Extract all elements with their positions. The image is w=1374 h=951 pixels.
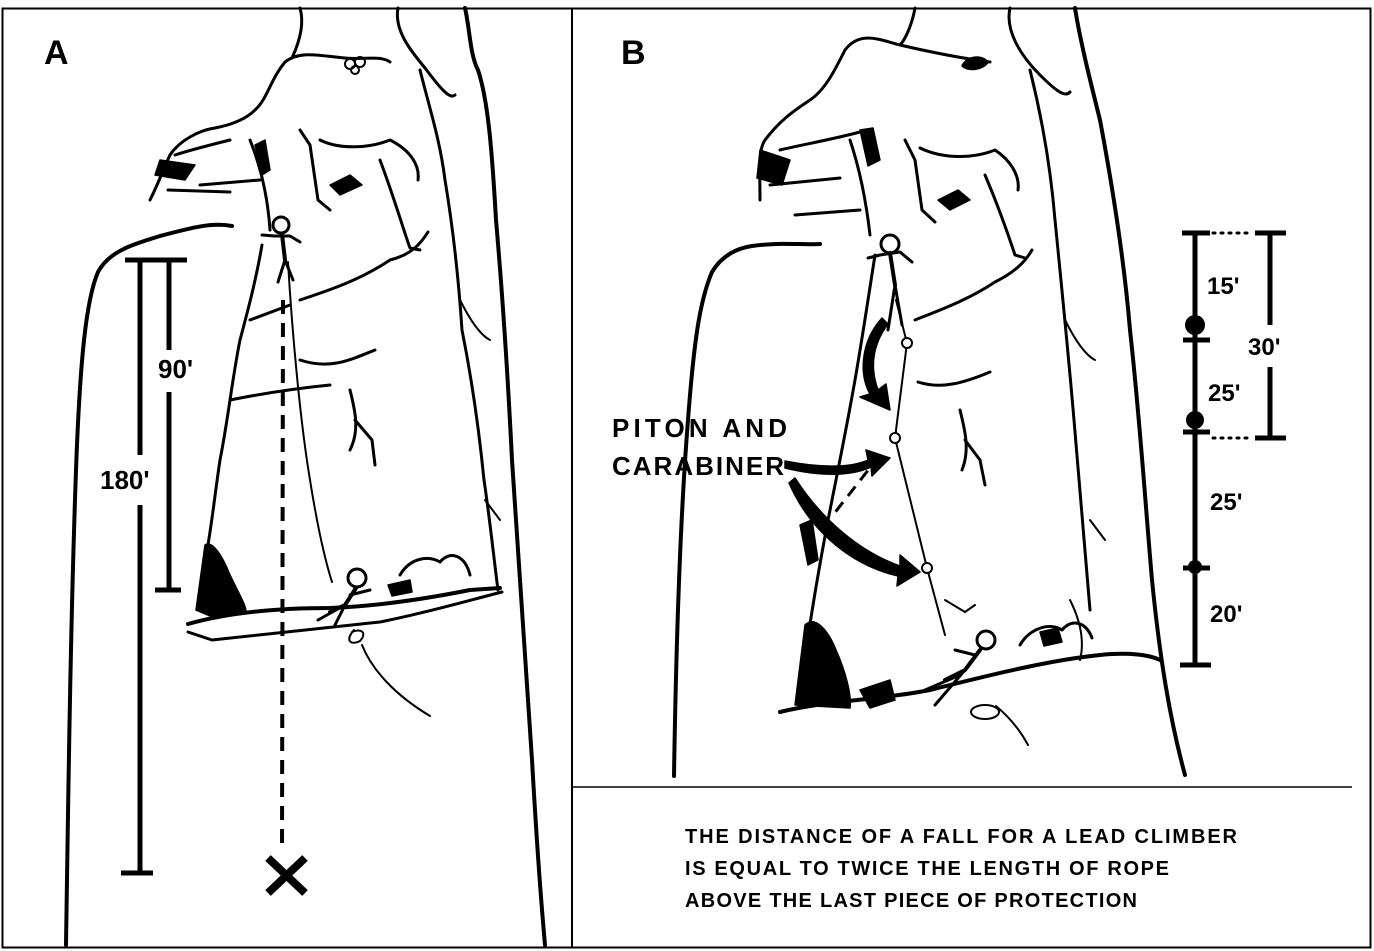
piton-carabiner-3 [922,563,932,573]
rock-shadow [255,140,270,175]
protection-marker [1188,560,1202,574]
rock-shadow [1040,628,1062,646]
callout-line-1: PITON AND [612,413,787,443]
lead-climber-b [868,235,912,330]
climber-body [890,253,895,285]
climber-head [273,217,289,233]
rope-coil-a [349,630,430,716]
rock-shadow [938,190,970,210]
rock-shadow [388,580,412,596]
protection-marker [1186,411,1204,429]
segment-label: 25' [1208,380,1240,407]
segment-label: 25' [1210,489,1242,516]
ledge-boulders [400,556,470,575]
crack [795,210,860,215]
crack [945,600,975,612]
crack [350,390,375,465]
rope-b [895,300,945,635]
pillar-left-edge [205,245,262,560]
panel-b: B [612,8,1286,776]
crack [230,385,330,400]
segment-label: 15' [1207,273,1239,300]
rock-outline-right [1075,8,1185,775]
rock-spire-right [397,8,455,96]
climber-head [881,235,899,253]
crack [920,148,1018,190]
fall-path-dashed [282,300,283,852]
crack [915,250,1032,320]
pillar-right-edge [420,70,498,590]
climber-legs [278,260,293,282]
climber-legs [888,285,902,330]
caption: THE DISTANCE OF A FALL FOR A LEAD CLIMBE… [685,826,1238,912]
caption-line-2: IS EQUAL TO TWICE THE LENGTH OF ROPE [685,858,1169,880]
callout-arrow-icon [785,450,890,476]
rock-spire-left [900,8,915,45]
caption-line-3: ABOVE THE LAST PIECE OF PROTECTION [685,890,1137,912]
pillar-left-edge [806,255,875,650]
cave-shadow [795,622,850,708]
crack [380,160,420,250]
rock-shadow [800,520,818,565]
rope-coil-b [971,705,999,719]
measure-scale-b: 15' 25' 25' 20' 30' [1180,233,1286,665]
rock-shadow [860,680,895,708]
panel-b-label: B [621,34,646,72]
protection-marker [1185,315,1205,335]
fall-distance-label: 180' [100,465,150,495]
segment-label: 20' [1210,601,1242,628]
crack [918,372,990,385]
caption-line-1: THE DISTANCE OF A FALL FOR A LEAD CLIMBE… [685,826,1238,848]
measure-fall-a: 180' 90' [100,260,193,873]
crack [1070,600,1082,660]
rock-shadow [860,128,880,166]
rope-a [288,262,332,582]
belayer-b [925,631,995,705]
rock-spire-right [1009,8,1070,94]
rock-shoulder [760,38,990,200]
crack [300,350,375,364]
belayer-a [318,569,370,625]
piton-carabiner-1 [902,338,912,348]
lead-climber-a [262,217,300,282]
rock-spire-left [292,8,302,58]
rope-tail-b [996,706,1028,745]
crack [960,410,985,485]
callout-line-2: CARABINER [612,451,784,481]
climber-body [282,234,285,260]
pillar-right-edge [1030,70,1090,610]
belayer-head [348,569,366,587]
crack [168,190,230,192]
fall-end-x-icon [268,858,305,893]
piton-carabiner-2 [890,433,900,443]
crack [320,140,418,180]
cave-shadow [196,544,246,618]
rock-shadow [757,150,790,185]
rope-length-label: 90' [158,354,193,384]
crack [200,180,260,185]
span-label: 30' [1248,334,1280,361]
crack [1090,520,1105,540]
rock-face-b [674,8,1185,776]
crack [780,132,860,150]
belayer-head [977,631,995,649]
rock-pebble [345,59,355,69]
crack [460,300,490,340]
rock-shadow [330,175,362,195]
panel-a-label: A [44,34,69,72]
panel-a: A [44,8,545,945]
belayer-arm [955,650,975,655]
rock-outline-right [465,8,545,945]
